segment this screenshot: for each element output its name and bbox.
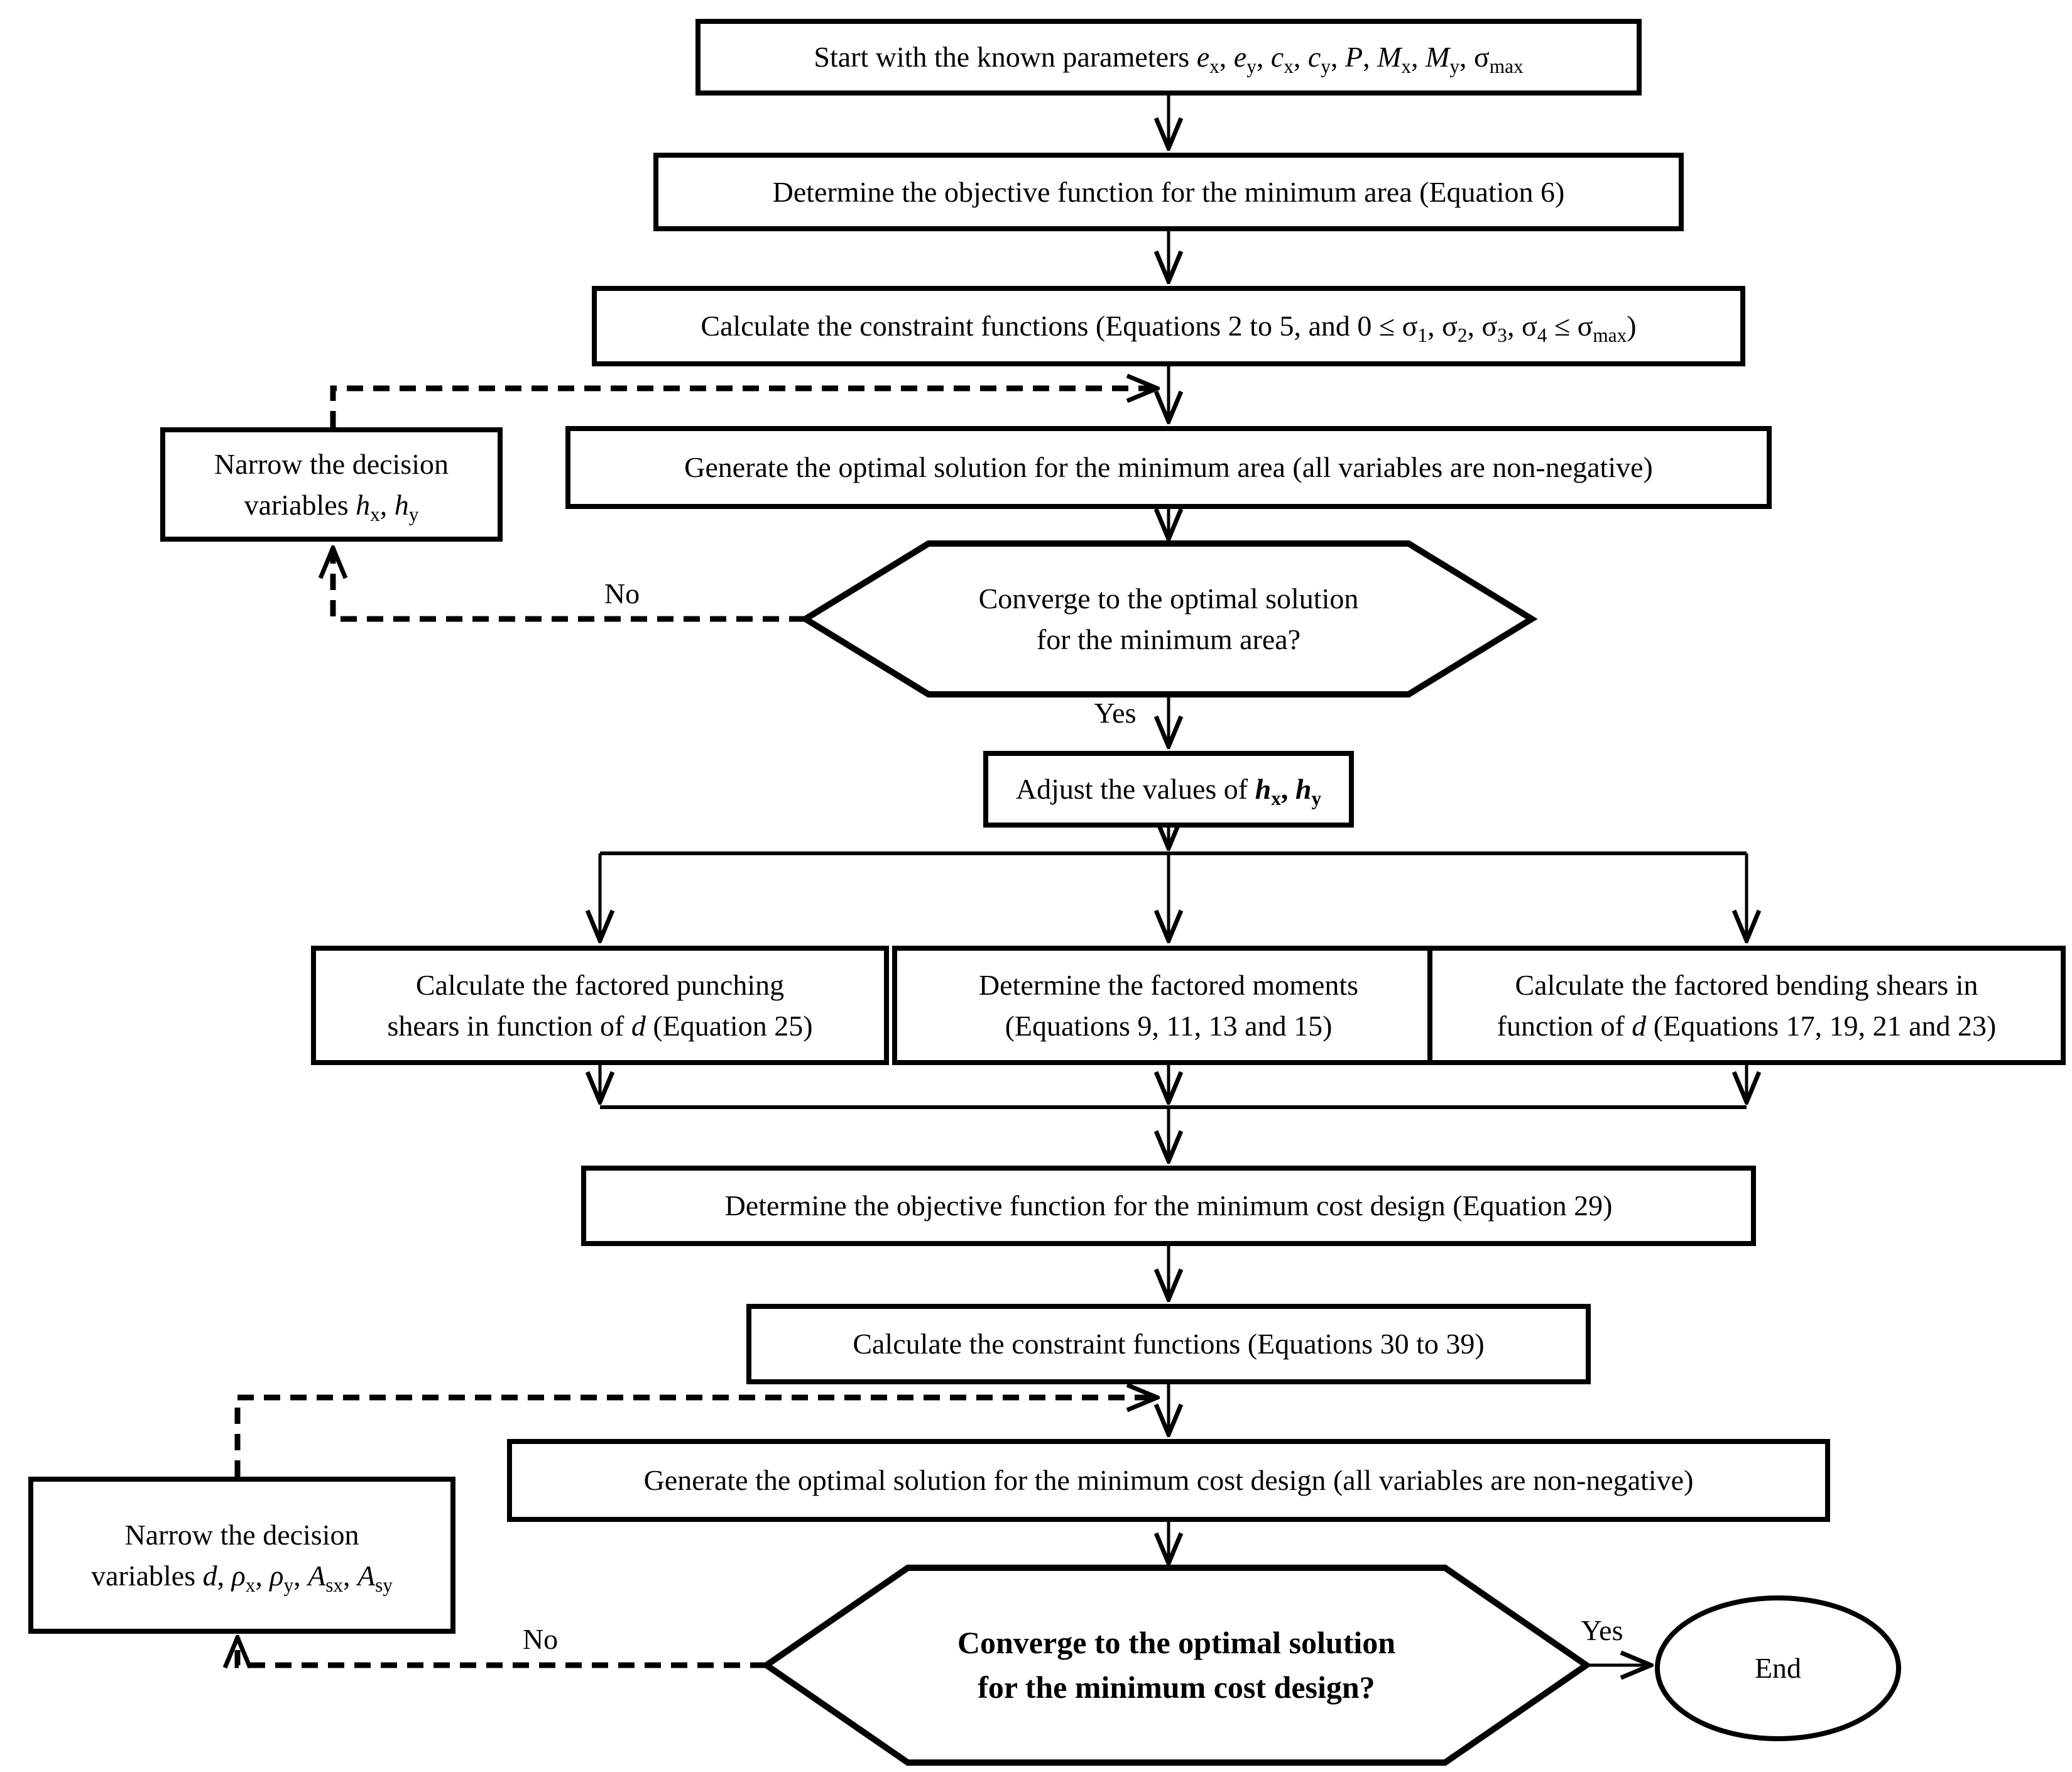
edge-label-no-area: No: [604, 577, 640, 610]
hexagon-converge-area: [799, 540, 1538, 697]
edge-label-no-cost: No: [522, 1623, 559, 1655]
node-objective-area: Determine the objective function for the…: [653, 153, 1684, 231]
dashed-narrow-cost-feedback: [234, 1397, 1157, 1477]
node-start: Start with the known parameters ex, ey, …: [695, 19, 1642, 96]
edge-label-yes-area: Yes: [1094, 697, 1137, 729]
node-adjust-label: Adjust the values of hx, hy: [1015, 773, 1322, 810]
end-ellipse: [1655, 1595, 1901, 1741]
node-constraints-cost-label: Calculate the constraint functions (Equa…: [853, 1328, 1485, 1360]
hexagon-converge-cost: [761, 1565, 1592, 1766]
node-end: End: [1657, 1631, 1899, 1706]
node-objective-cost-label: Determine the objective function for the…: [724, 1190, 1613, 1222]
node-bending-shears-label: Calculate the factored bending shears in…: [1497, 968, 1997, 1042]
node-generate-area: Generate the optimal solution for the mi…: [565, 426, 1772, 509]
node-adjust: Adjust the values of hx, hy: [983, 751, 1354, 828]
node-factored-moments-label: Determine the factored moments(Equations…: [978, 968, 1359, 1042]
node-constraints-area-label: Calculate the constraint functions (Equa…: [701, 310, 1637, 347]
dashed-no-cost-path: [237, 1638, 766, 1665]
node-objective-cost: Determine the objective function for the…: [581, 1166, 1756, 1246]
node-bending-shears: Calculate the factored bending shears in…: [1427, 946, 2066, 1065]
edge-label-yes-cost: Yes: [1581, 1614, 1623, 1646]
node-factored-moments: Determine the factored moments(Equations…: [892, 946, 1445, 1065]
dashed-narrow-area-feedback: [330, 388, 1157, 427]
node-start-label: Start with the known parameters ex, ey, …: [814, 41, 1524, 78]
node-objective-area-label: Determine the objective function for the…: [772, 175, 1565, 208]
node-generate-cost: Generate the optimal solution for the mi…: [507, 1439, 1830, 1522]
node-constraints-area: Calculate the constraint functions (Equa…: [592, 286, 1745, 366]
node-generate-cost-label: Generate the optimal solution for the mi…: [643, 1464, 1694, 1497]
node-constraints-cost: Calculate the constraint functions (Equa…: [746, 1304, 1591, 1384]
node-generate-area-label: Generate the optimal solution for the mi…: [684, 451, 1653, 484]
node-end-label: End: [1754, 1652, 1802, 1685]
